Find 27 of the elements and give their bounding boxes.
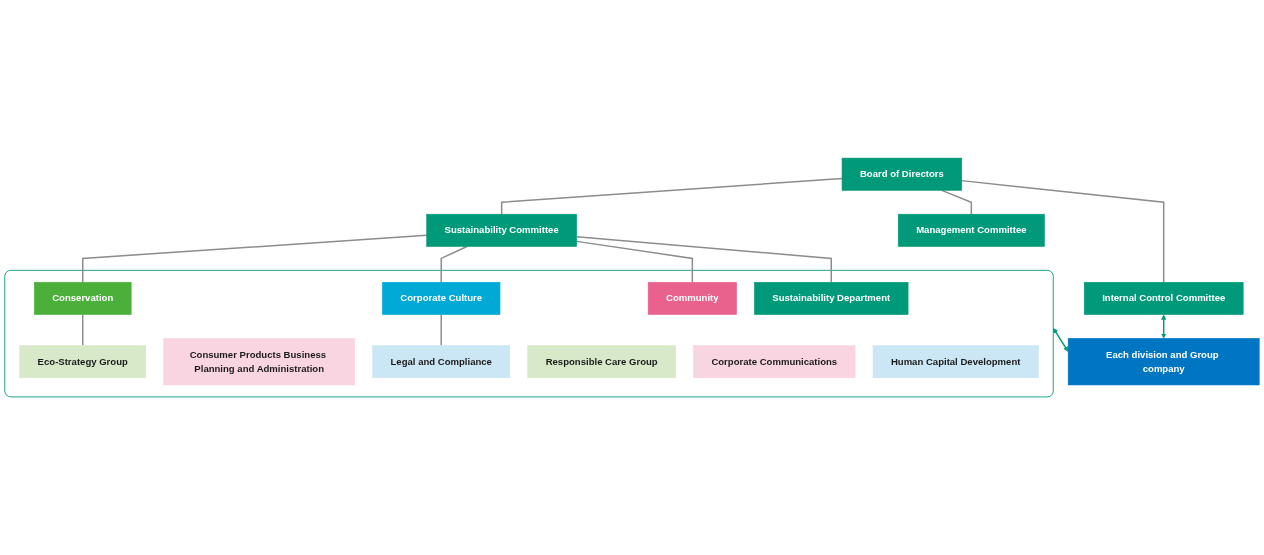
node-box: Sustainability Committee [426,213,577,247]
connector [82,234,428,284]
connector [575,235,832,284]
node-box: Internal Control Committee [1083,281,1244,315]
connector [500,177,843,215]
node-box: Board of Directors [841,157,962,191]
connector [440,245,468,284]
node-box: Management Committee [897,213,1045,247]
node-box: Conservation [34,281,132,315]
connector [575,240,694,284]
connector [82,313,84,347]
node-box: Sustainability Department [754,281,909,315]
cluster [4,269,1054,398]
node-box: Eco-Strategy Group [19,345,147,379]
connector [440,313,442,347]
connector [941,189,973,215]
node-box: Each division and Group company [1067,338,1260,386]
arrow [1053,328,1069,352]
node-box: Human Capital Development [872,345,1039,379]
node-box: Corporate Culture [382,281,501,315]
arrow [1161,314,1167,339]
node-box: Community [647,281,737,315]
connector [960,179,1165,284]
node-box: Corporate Communications [693,345,856,379]
node-box: Consumer Products Business Planning and Administration [163,338,356,386]
node-box: Responsible Care Group [527,345,676,379]
node-box: Legal and Compliance [372,345,511,379]
